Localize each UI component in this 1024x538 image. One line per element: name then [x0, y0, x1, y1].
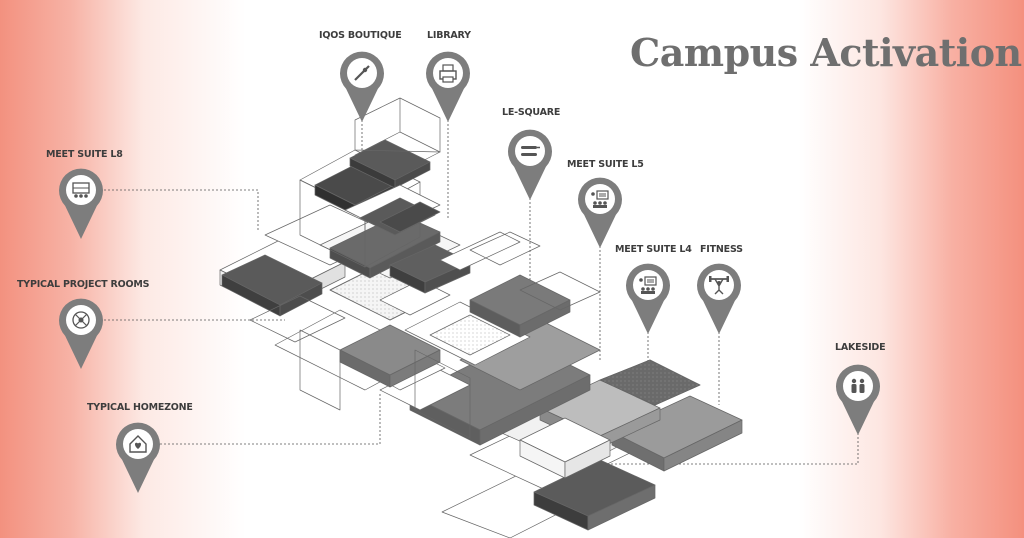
pin-inner-circle	[515, 136, 545, 166]
page-title: Campus Activation	[630, 30, 1022, 75]
pin-inner-circle	[843, 371, 873, 401]
label-typical-homezone: TYPICAL HOMEZONE	[87, 402, 193, 413]
map-pin-meet-suite-l4[interactable]	[626, 263, 670, 334]
label-fitness: FITNESS	[700, 244, 743, 255]
map-pin-typical-project-rooms[interactable]	[59, 298, 103, 369]
map-pin-typical-homezone[interactable]	[116, 422, 160, 493]
map-pin-meet-suite-l5[interactable]	[578, 177, 622, 248]
people-icon	[851, 378, 865, 393]
project-room-icon	[72, 311, 90, 329]
label-library: LIBRARY	[427, 30, 471, 41]
map-pin-le-square[interactable]	[508, 129, 552, 200]
pin-inner-circle	[433, 58, 463, 88]
pen-icon	[354, 65, 370, 81]
label-meet-suite-l8: MEET SUITE L8	[46, 149, 123, 160]
weightlifter-icon	[709, 276, 729, 295]
pin-inner-circle	[66, 175, 96, 205]
presentation-icon	[591, 190, 609, 208]
label-meet-suite-l4: MEET SUITE L4	[615, 244, 692, 255]
building-massing	[219, 97, 743, 538]
presentation-icon	[639, 276, 657, 294]
printer-icon	[439, 64, 457, 83]
meeting-room-icon	[72, 182, 90, 198]
map-pin-library[interactable]	[426, 51, 470, 122]
map-pin-meet-suite-l8[interactable]	[59, 168, 103, 239]
label-iqos-boutique: IQOS BOUTIQUE	[319, 30, 402, 41]
map-pin-iqos-boutique[interactable]	[340, 51, 384, 122]
map-pin-lakeside[interactable]	[836, 364, 880, 435]
map-pin-fitness[interactable]	[697, 263, 741, 334]
cutlery-icon	[521, 146, 540, 156]
home-heart-icon	[129, 435, 147, 453]
label-meet-suite-l5: MEET SUITE L5	[567, 159, 644, 170]
label-lakeside: LAKESIDE	[835, 342, 886, 353]
label-le-square: LE-SQUARE	[502, 107, 561, 118]
label-typical-project-rooms: TYPICAL PROJECT ROOMS	[17, 279, 150, 290]
